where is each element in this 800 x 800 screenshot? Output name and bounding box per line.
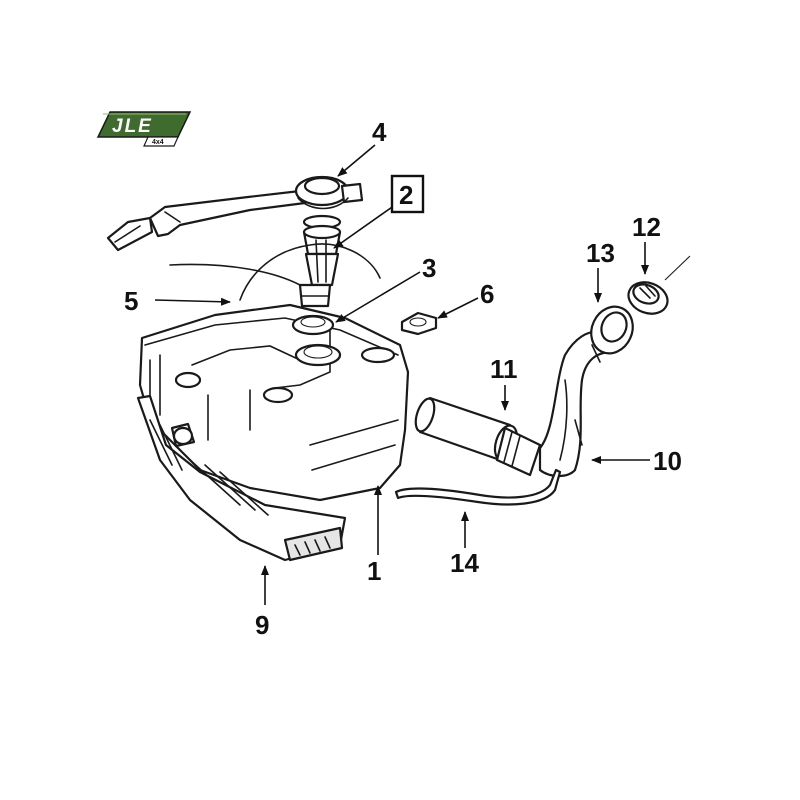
callout-3: 3 <box>422 253 436 283</box>
grommet <box>400 311 438 336</box>
logo-subtext: 4x4 <box>152 139 164 146</box>
callout-labels: 4 2 3 5 6 1 9 10 11 12 13 14 <box>124 117 682 640</box>
tank-seal-ring <box>291 314 342 367</box>
locking-ring-strap <box>106 175 364 252</box>
callout-5: 5 <box>124 286 138 316</box>
breather-hose <box>169 263 301 286</box>
callout-9: 9 <box>255 610 269 640</box>
tank-guard <box>136 394 347 562</box>
callout-11: 11 <box>490 354 518 384</box>
callout-14: 14 <box>450 548 479 578</box>
callout-1: 1 <box>367 556 381 586</box>
filler-hose <box>414 396 542 477</box>
breather-hose-2 <box>239 243 381 301</box>
callout-2: 2 <box>399 180 413 210</box>
filler-cap <box>627 255 691 315</box>
jle-logo: JLE 4x4 <box>96 111 192 147</box>
callout-2-highlight-box <box>390 174 425 214</box>
callout-12: 12 <box>632 212 661 242</box>
vent-pipe <box>394 468 562 506</box>
filler-collar <box>590 305 634 363</box>
callout-4: 4 <box>372 117 387 147</box>
callout-13: 13 <box>586 238 615 268</box>
logo-text: JLE <box>112 116 153 137</box>
leader-lines <box>154 144 650 605</box>
filler-neck <box>538 330 614 478</box>
fuel-sender-unit <box>298 214 342 308</box>
callout-10: 10 <box>653 446 682 476</box>
callout-6: 6 <box>480 279 494 309</box>
